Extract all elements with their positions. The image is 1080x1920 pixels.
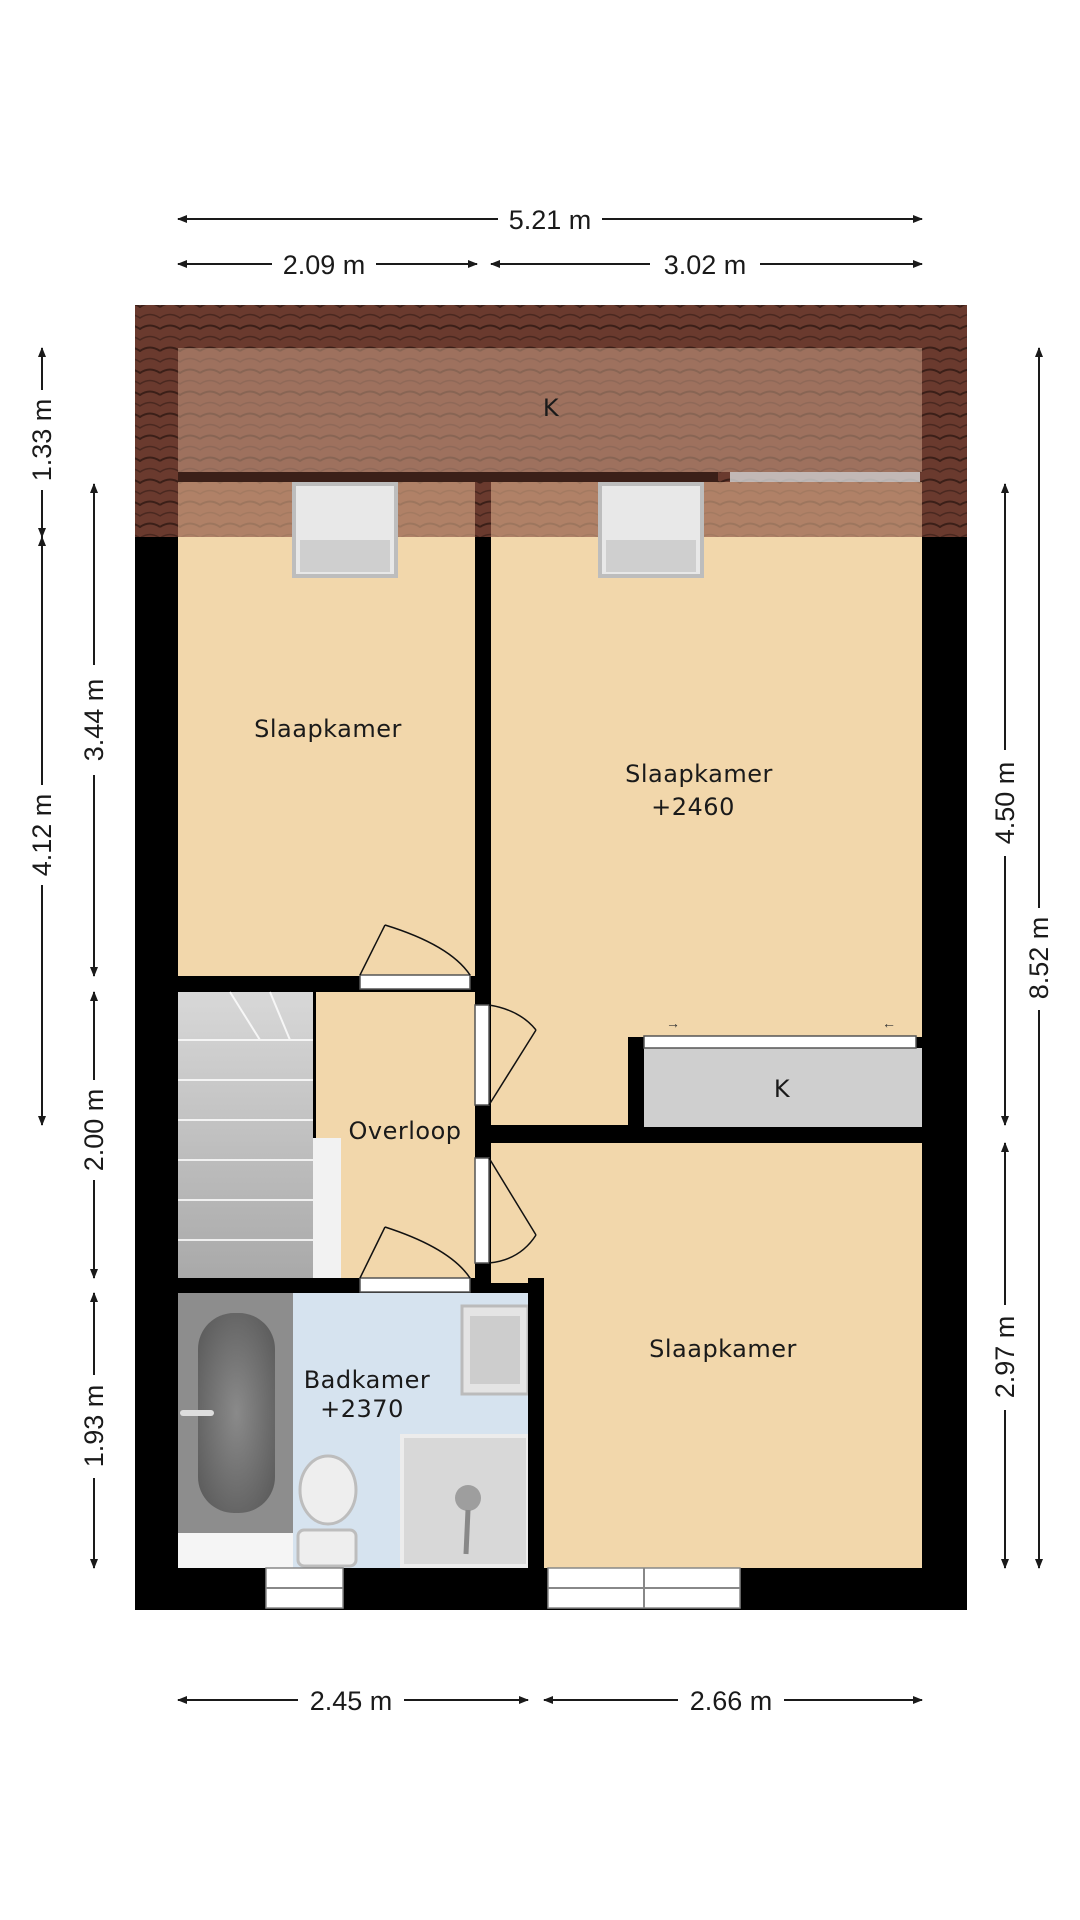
room-label-landing: Overloop <box>349 1117 462 1145</box>
attic-sliding-door[interactable] <box>730 472 920 482</box>
bedroom-bottom-floor-lower <box>544 1280 922 1568</box>
storage-door-arrow-left: → <box>666 1015 680 1031</box>
room-label-bathroom: Badkamer <box>304 1366 431 1394</box>
bathtub-tap <box>180 1410 214 1416</box>
room-label-bedroom-right: Slaapkamer <box>625 760 773 788</box>
staircase <box>178 991 313 1241</box>
skylight-right-glass <box>606 540 696 572</box>
dim-top-left: 2.09 m <box>283 250 366 280</box>
stair-railing <box>313 1138 341 1278</box>
bathroom-east-wall <box>528 1278 544 1568</box>
attic-knee-wall <box>178 472 718 482</box>
shower-head <box>455 1485 481 1511</box>
stairwell-floor <box>178 992 313 1278</box>
dim-left-inner-bottom: 1.93 m <box>79 1385 109 1468</box>
bedroom-bottom-floor <box>491 1143 922 1283</box>
room-height-bedroom-right: +2460 <box>651 793 735 821</box>
attic-storage-area <box>178 348 922 472</box>
storage-door-arrow-right: ← <box>882 1015 896 1031</box>
room-height-bathroom: +2370 <box>320 1395 404 1423</box>
toilet-tank <box>296 1528 358 1568</box>
dim-bottom-right: 2.66 m <box>690 1686 773 1716</box>
bathtub-ledge <box>178 1533 293 1568</box>
dim-right-inner-top: 4.50 m <box>990 762 1020 845</box>
dim-left-inner-top: 3.44 m <box>79 679 109 762</box>
storage-small-floor <box>644 1048 922 1127</box>
room-label-attic: K <box>543 394 560 422</box>
shower-hose <box>463 1509 471 1555</box>
skylight-left-glass <box>300 540 390 572</box>
room-label-storage: K <box>774 1075 791 1103</box>
roof-over-bedroom-right <box>491 482 922 537</box>
dim-bottom-left: 2.45 m <box>310 1686 393 1716</box>
door-bedroom-bottom[interactable] <box>474 1157 537 1264</box>
dim-right-inner-bottom: 2.97 m <box>990 1316 1020 1399</box>
room-label-bedroom-bottom: Slaapkamer <box>649 1335 797 1363</box>
dim-right-outer: 8.52 m <box>1024 917 1054 1000</box>
dim-left-inner-mid: 2.00 m <box>79 1089 109 1172</box>
door-bedroom-left[interactable] <box>359 924 471 990</box>
room-label-bedroom-left: Slaapkamer <box>254 715 402 743</box>
dim-top-total: 5.21 m <box>509 205 592 235</box>
door-bedroom-right[interactable] <box>474 1004 537 1106</box>
door-bathroom[interactable] <box>359 1226 471 1293</box>
washbasin-inner <box>470 1316 520 1384</box>
bathtub-basin <box>198 1313 275 1513</box>
storage-sliding-door[interactable] <box>643 1035 917 1049</box>
bedroom-right-floor <box>491 478 922 1125</box>
dim-left-outer-mid: 4.12 m <box>27 794 57 877</box>
dim-top-right: 3.02 m <box>664 250 747 280</box>
toilet <box>298 1454 358 1526</box>
dim-left-outer-top: 1.33 m <box>27 399 57 482</box>
